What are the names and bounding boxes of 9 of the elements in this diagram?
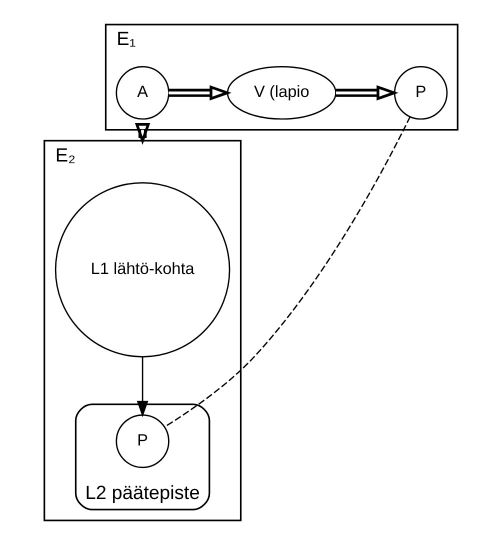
- arrow: [168, 85, 231, 100]
- node-ellipse: V (lapio: [226, 66, 336, 120]
- node-circle: P: [393, 66, 448, 120]
- arrow: [336, 85, 398, 100]
- node-circle: L1 lähtö-kohta: [54, 182, 230, 358]
- arrow: [136, 357, 148, 418]
- node-circle: A: [115, 66, 169, 120]
- node-circle: P: [115, 414, 169, 468]
- arrow: [134, 122, 150, 145]
